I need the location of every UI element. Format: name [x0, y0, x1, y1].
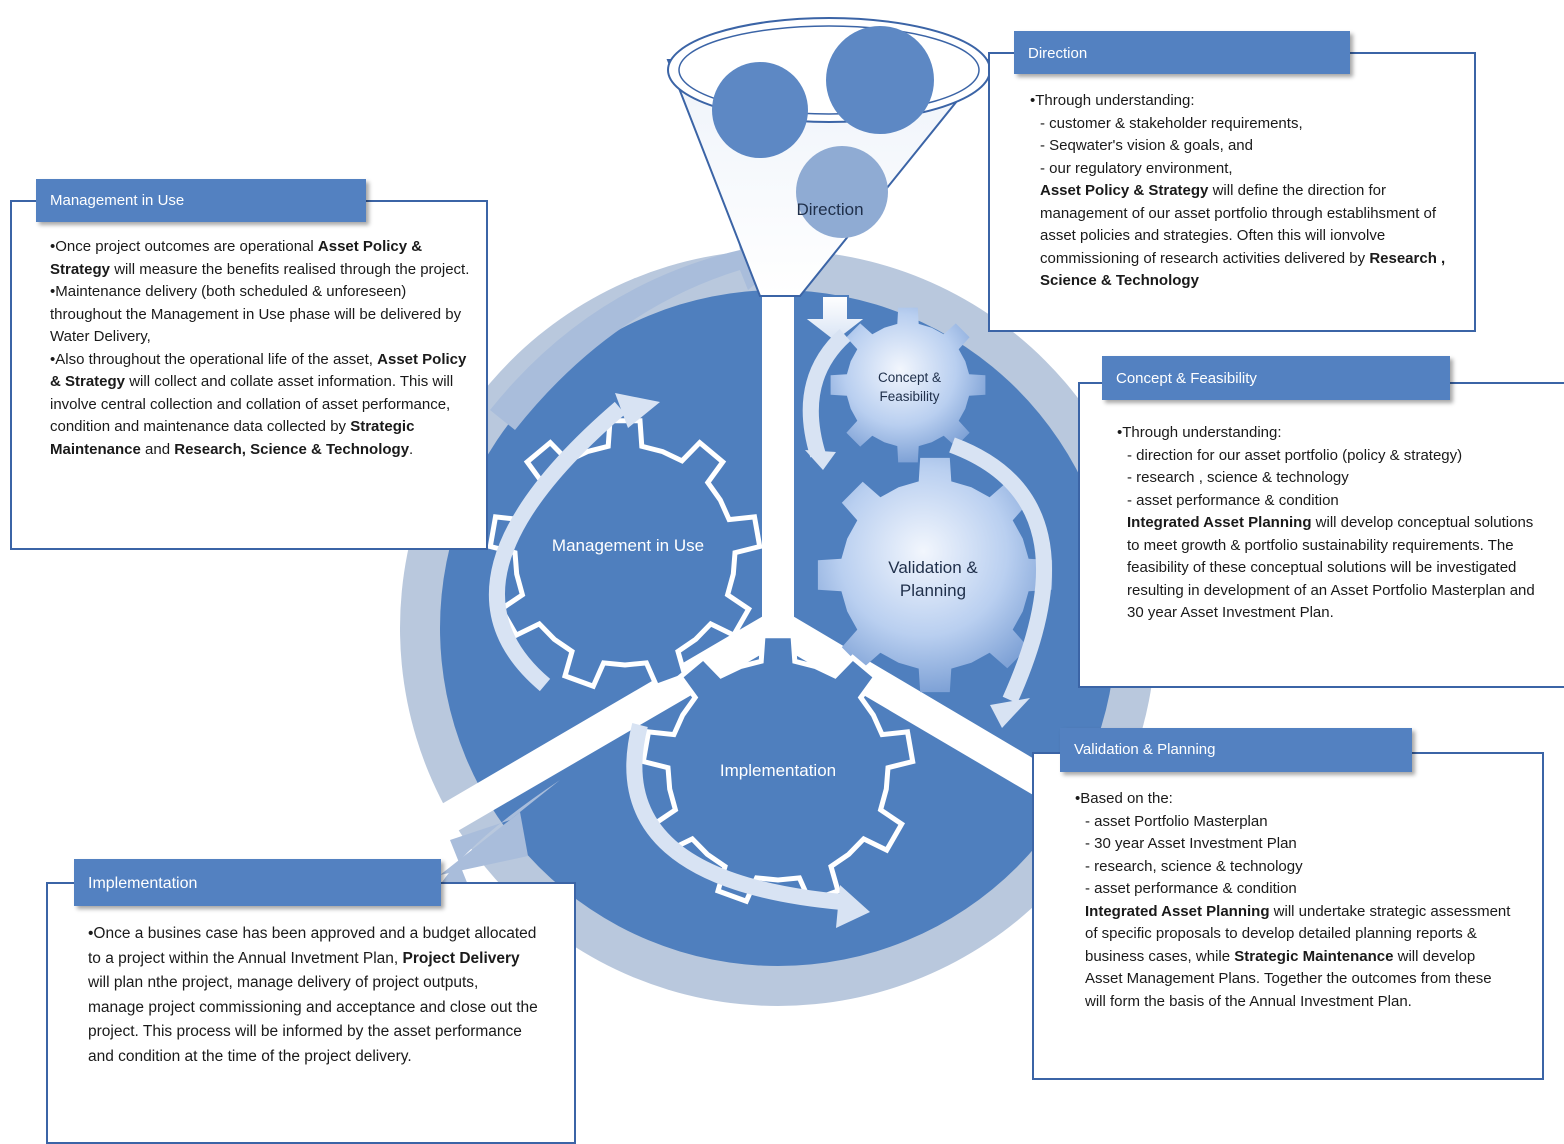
implementation-panel-body: •Once a busines case has been approved a…	[88, 922, 538, 1070]
implementation-panel-title: Implementation	[74, 859, 441, 906]
validation-panel	[1032, 752, 1544, 1080]
gear-label-validation: Validation & Planning	[888, 558, 978, 600]
direction-line: - our regulatory environment,	[1040, 159, 1233, 177]
validation-line: - 30 year Asset Investment Plan	[1085, 835, 1297, 852]
validation-panel-body: •Based on the: - asset Portfolio Masterp…	[1075, 788, 1515, 1013]
funnel-circle-left	[712, 62, 808, 158]
gear-validation	[817, 457, 1053, 693]
inner-cycle-arrowheads	[615, 393, 1030, 928]
management-bullet-1: •Once project outcomes are operational A…	[50, 238, 470, 278]
direction-funnel	[666, 17, 993, 297]
gear-management	[487, 418, 763, 690]
management-bullet-2: •Maintenance delivery (both scheduled & …	[50, 283, 462, 345]
funnel-down-arrow	[801, 295, 869, 344]
concept-line: •Through understanding:	[1117, 424, 1282, 441]
gear-label-direction: Direction	[796, 200, 864, 219]
direction-paragraph: Asset Policy & Strategy will define the …	[1040, 182, 1446, 289]
direction-panel	[988, 52, 1476, 332]
concept-paragraph: Integrated Asset Planning will develop c…	[1127, 514, 1535, 621]
concept-panel-body: •Through understanding: - direction for …	[1117, 422, 1537, 625]
concept-line: - direction for our asset portfolio (pol…	[1127, 446, 1463, 464]
direction-panel-body: •Through understanding: - customer & sta…	[1030, 90, 1460, 293]
management-panel-body: •Once project outcomes are operational A…	[50, 236, 470, 461]
direction-line: •Through understanding:	[1030, 92, 1195, 109]
inner-cycle-arrows	[489, 329, 1053, 910]
gear-concept	[830, 307, 986, 463]
management-panel-title: Management in Use	[36, 179, 366, 222]
gear-label-implementation: Implementation	[719, 761, 837, 780]
validation-line: - asset Portfolio Masterplan	[1085, 812, 1268, 830]
funnel-circle-bottom	[796, 146, 888, 238]
concept-panel-title: Concept & Feasibility	[1102, 356, 1450, 400]
concept-panel	[1078, 382, 1564, 688]
direction-panel-title: Direction	[1014, 31, 1350, 74]
concept-line: - asset performance & condition	[1127, 491, 1339, 509]
direction-line: - Seqwater's vision & goals, and	[1040, 137, 1253, 154]
validation-paragraph: Integrated Asset Planning will undertake…	[1085, 902, 1511, 1010]
gears	[487, 307, 1053, 905]
implementation-panel	[46, 882, 576, 1144]
direction-line: - customer & stakeholder requirements,	[1040, 114, 1303, 132]
validation-line: •Based on the:	[1075, 790, 1173, 807]
management-panel	[10, 200, 488, 550]
validation-panel-title: Validation & Planning	[1060, 728, 1412, 772]
gear-label-concept: Concept & Feasibility	[877, 370, 942, 404]
concept-line: - research , science & technology	[1127, 469, 1349, 486]
management-bullet-3: •Also throughout the operational life of…	[50, 350, 467, 458]
funnel-circle-right	[826, 26, 934, 134]
implementation-paragraph: •Once a busines case has been approved a…	[88, 925, 538, 1065]
validation-line: - asset performance & condition	[1085, 880, 1297, 897]
validation-line: - research, science & technology	[1085, 857, 1303, 875]
gear-label-management: Management in Use	[551, 536, 705, 555]
